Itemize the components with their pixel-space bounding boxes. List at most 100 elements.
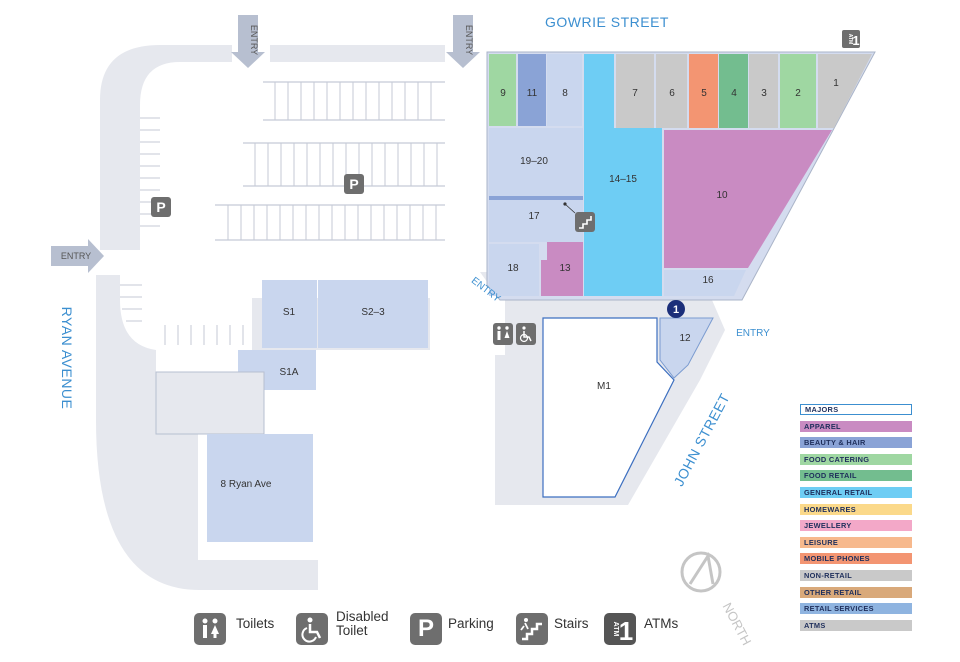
unit-label-18: 18 [507, 263, 519, 274]
svg-text:1: 1 [619, 616, 633, 645]
major-m1 [542, 317, 675, 498]
key-label-stairs: Stairs [554, 616, 589, 631]
shop-10 [664, 130, 832, 268]
shop-12 [659, 317, 714, 379]
unit-label-5: 5 [701, 88, 707, 99]
unit-label-11: 11 [527, 88, 538, 99]
unit-labels: 9 11 8 7 6 5 4 3 2 1 19–20 14–15 10 17 1… [221, 78, 840, 490]
legend-item-other-retail: OTHER RETAIL [800, 586, 912, 598]
legend-item-retail-services: RETAIL SERVICES [800, 603, 912, 615]
legend-item-beauty-hair: BEAUTY & HAIR [800, 437, 912, 449]
ryan-avenue-label: RYAN AVENUE [59, 307, 75, 410]
unit-label-3: 3 [761, 88, 767, 99]
legend-item-food-catering: FOOD CATERING [800, 453, 912, 465]
shop-14-15 [584, 54, 662, 296]
shop-4 [719, 54, 748, 128]
building-8-ryan-ave [207, 434, 313, 542]
car-park-pavement-lower [96, 275, 318, 590]
shop-13 [541, 242, 583, 296]
svg-text:ATM: ATM [847, 34, 853, 44]
shop-8 [547, 54, 582, 126]
toilets-icon-map [493, 323, 513, 345]
unit-label-6: 6 [669, 88, 675, 99]
atm-icon-map: ATM 1 [842, 30, 860, 48]
unit-label-8-ryan-ave: 8 Ryan Ave [221, 479, 272, 490]
legend-item-food-retail: FOOD RETAIL [800, 470, 912, 482]
legend-item-atms: ATMS [800, 619, 912, 631]
shop-5 [689, 54, 718, 128]
shop-1 [818, 54, 872, 128]
entry-arrow-left: ENTRY [51, 239, 104, 273]
unit-label-14-15: 14–15 [609, 174, 637, 185]
legend-item-majors: MAJORS [800, 404, 912, 415]
shop-19-20 [489, 128, 583, 196]
unit-label-8: 8 [562, 88, 568, 99]
unit-label-s1a: S1A [280, 367, 299, 378]
legend-item-leisure: LEISURE [800, 536, 912, 548]
shop-9 [489, 54, 516, 126]
unit-label-1: 1 [833, 78, 839, 89]
key-item-parking: P Parking [410, 611, 510, 647]
shop-18 [489, 244, 539, 296]
legend-item-jewellery: JEWELLERY [800, 520, 912, 532]
key-item-toilets: Toilets [194, 611, 284, 647]
unit-label-m1: M1 [597, 381, 611, 392]
key-label-disabled-line2: Toilet [336, 623, 368, 638]
key-label-toilets: Toilets [236, 616, 275, 631]
unit-label-10: 10 [716, 190, 728, 201]
unit-label-s2-3: S2–3 [361, 307, 385, 318]
unit-label-13: 13 [559, 263, 571, 274]
key-item-stairs: Stairs [516, 611, 596, 647]
svg-text:P: P [156, 199, 165, 215]
svg-text:P: P [349, 176, 358, 192]
parking-icon-side: P [151, 197, 171, 217]
key-item-disabled-toilet: Disabled Toilet [296, 609, 396, 647]
shop-2 [780, 54, 816, 128]
toilets-icon [194, 613, 226, 645]
north-label: NORTH [720, 600, 755, 648]
map-legend: MAJORS APPAREL BEAUTY & HAIR FOOD CATERI… [800, 404, 912, 636]
shop-17 [489, 200, 583, 242]
unit-label-19-20: 19–20 [520, 156, 548, 167]
entry-arrow-top-right: ENTRY [446, 15, 480, 68]
car-park-aisle-top [270, 45, 445, 62]
legend-item-general-retail: GENERAL RETAIL [800, 486, 912, 498]
gowrie-street-label: GOWRIE STREET [545, 14, 669, 30]
legend-item-apparel: APPAREL [800, 420, 912, 432]
parking-icon-main: P [344, 174, 364, 194]
shop-11 [518, 54, 546, 126]
svg-text:ATM: ATM [612, 622, 619, 637]
entry-label-top-left: ENTRY [249, 25, 259, 55]
mall-corridor-strip [489, 196, 583, 200]
legend-item-homewares: HOMEWARES [800, 503, 912, 515]
unit-label-4: 4 [731, 88, 737, 99]
shop-s1 [262, 280, 317, 348]
unit-label-12: 12 [679, 333, 691, 344]
unit-label-2: 2 [795, 88, 801, 99]
car-park-pavement [100, 45, 232, 250]
entry-label-john-street: ENTRY [736, 328, 770, 339]
disabled-toilet-icon-map [516, 323, 536, 345]
unit-label-16: 16 [702, 275, 714, 286]
unit-label-9: 9 [500, 88, 506, 99]
unit-label-7: 7 [632, 88, 638, 99]
shop-3 [749, 54, 778, 128]
key-label-disabled-line1: Disabled [336, 609, 389, 624]
shop-7 [616, 54, 654, 128]
parking-bay-ticks [120, 82, 438, 345]
location-marker-1[interactable]: 1 [667, 300, 685, 318]
stairs-icon [516, 613, 548, 645]
stairs-icon-map [563, 202, 595, 232]
shop-s2-3 [318, 280, 428, 348]
legend-item-mobile-phones: MOBILE PHONES [800, 553, 912, 565]
entry-label-top-right: ENTRY [464, 25, 474, 55]
key-label-parking: Parking [448, 616, 494, 631]
entry-label-left: ENTRY [61, 251, 91, 261]
svg-text:1: 1 [673, 304, 679, 316]
key-label-atms: ATMs [644, 616, 679, 631]
shop-16 [664, 270, 746, 296]
